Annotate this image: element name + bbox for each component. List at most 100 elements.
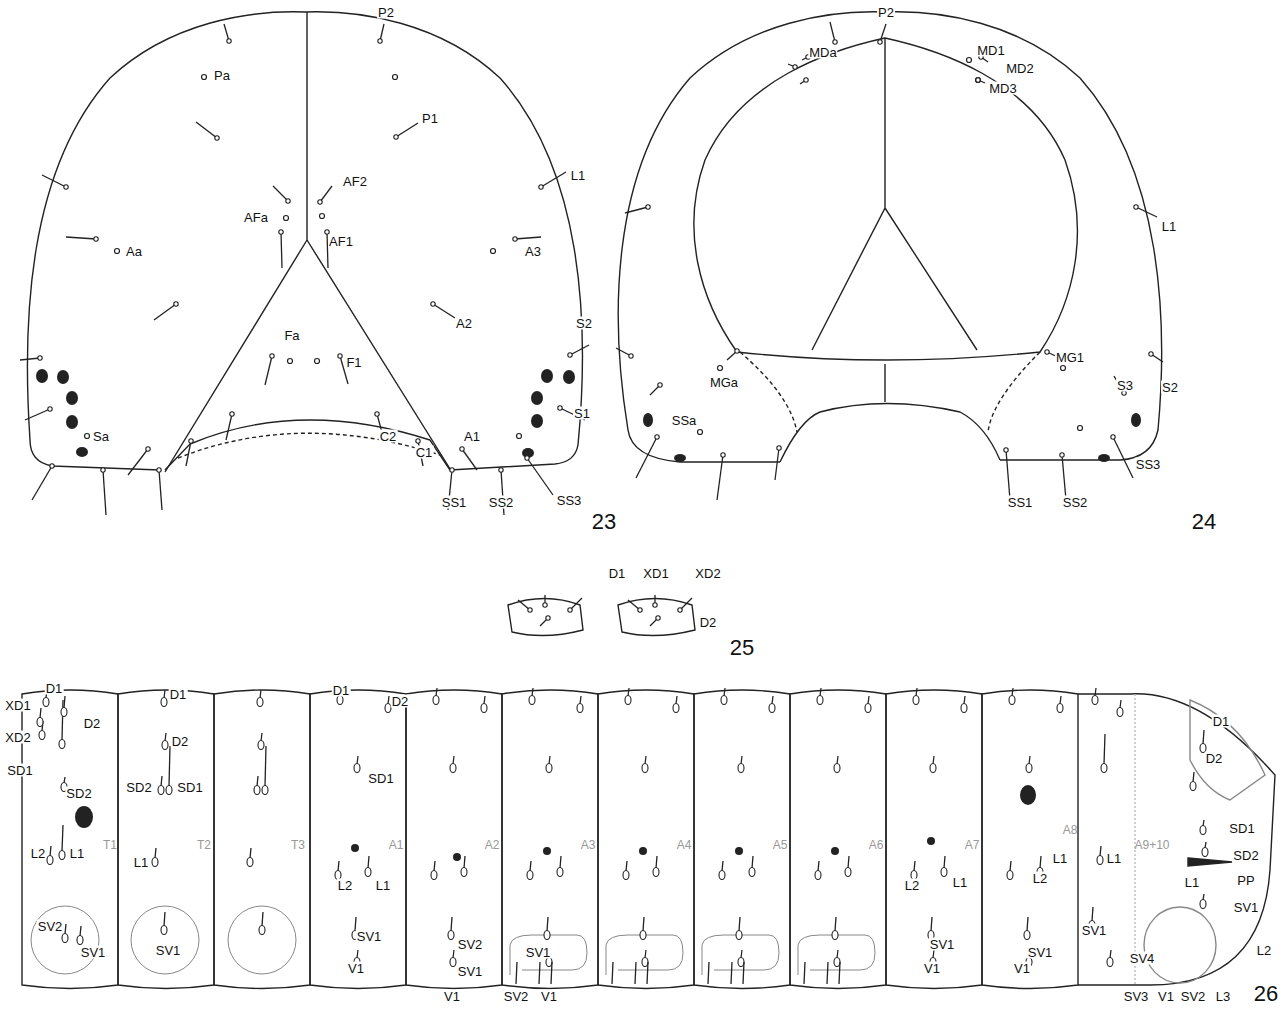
pinaculum bbox=[431, 871, 437, 880]
seta-socket bbox=[1004, 448, 1008, 452]
seta bbox=[830, 22, 835, 42]
seta bbox=[516, 962, 517, 984]
tentorial-line bbox=[812, 38, 977, 402]
seta-socket bbox=[646, 205, 650, 209]
segment-label: A6 bbox=[868, 839, 885, 851]
seta-socket bbox=[513, 237, 517, 241]
segment-label: A5 bbox=[772, 839, 789, 851]
seta bbox=[161, 776, 162, 786]
pinaculum bbox=[653, 868, 659, 877]
seta-socket bbox=[270, 354, 274, 358]
seta bbox=[804, 962, 805, 984]
seta bbox=[265, 356, 272, 385]
seta-label: D1 bbox=[1212, 715, 1231, 728]
body-segment bbox=[598, 690, 694, 989]
seta bbox=[484, 696, 485, 704]
seta-label: SV3 bbox=[1123, 990, 1150, 1003]
body-segment bbox=[694, 690, 790, 989]
seta-label: V1 bbox=[1157, 990, 1175, 1003]
pinaculum bbox=[546, 958, 552, 967]
seta-socket bbox=[777, 446, 781, 450]
segment-label: A1 bbox=[388, 839, 405, 851]
seta-label: XD1 bbox=[642, 567, 669, 580]
seta bbox=[628, 688, 629, 696]
pinaculum bbox=[845, 868, 851, 877]
pinaculum bbox=[529, 696, 535, 705]
seta bbox=[262, 912, 263, 926]
pore bbox=[976, 78, 981, 83]
seta bbox=[625, 207, 648, 213]
seta bbox=[464, 856, 465, 868]
seta-label: L1 bbox=[133, 856, 149, 869]
seta bbox=[527, 458, 553, 495]
seta bbox=[154, 304, 176, 320]
pinaculum bbox=[1092, 696, 1098, 705]
seta-label: XD2 bbox=[4, 731, 31, 744]
stemma-or-spiracle bbox=[831, 847, 839, 855]
seta-socket bbox=[568, 608, 572, 612]
seta-label: SD1 bbox=[176, 781, 203, 794]
seta-label: S2 bbox=[575, 317, 593, 330]
segment-label: A4 bbox=[676, 839, 693, 851]
seta bbox=[731, 962, 732, 984]
seta-label: MDa bbox=[808, 46, 837, 59]
seta-label: SS3 bbox=[1135, 458, 1162, 471]
seta bbox=[547, 917, 548, 931]
seta-socket bbox=[215, 136, 219, 140]
seta bbox=[159, 470, 162, 510]
segment-label: A8 bbox=[1062, 824, 1079, 836]
seta bbox=[165, 733, 166, 741]
pinaculum bbox=[642, 958, 648, 967]
seta bbox=[626, 861, 627, 871]
seta bbox=[643, 917, 644, 931]
seta-label: XD1 bbox=[4, 699, 31, 712]
seta-label: L1 bbox=[69, 847, 85, 860]
seta bbox=[64, 696, 65, 708]
seta-label: L1 bbox=[1184, 876, 1200, 889]
seta bbox=[1029, 756, 1030, 764]
body-segment bbox=[982, 690, 1078, 989]
seta-label: XD2 bbox=[694, 567, 721, 580]
seta-label: C2 bbox=[379, 430, 398, 443]
seta-label: L3 bbox=[1215, 990, 1231, 1003]
pinaculum bbox=[736, 931, 742, 940]
spine bbox=[1188, 858, 1232, 866]
seta bbox=[164, 912, 165, 926]
pinaculum bbox=[738, 764, 744, 773]
pinaculum bbox=[832, 931, 838, 940]
seta bbox=[62, 700, 63, 740]
pore bbox=[202, 75, 207, 80]
seta bbox=[916, 688, 917, 696]
seta bbox=[320, 186, 332, 202]
seta bbox=[62, 825, 63, 851]
body-segment bbox=[406, 690, 502, 989]
seta bbox=[1113, 437, 1133, 478]
seta-label: A1 bbox=[463, 430, 481, 443]
seta bbox=[261, 733, 262, 741]
seta bbox=[50, 846, 51, 856]
segment-label: A3 bbox=[580, 839, 597, 851]
stemma-or-spiracle bbox=[66, 391, 78, 405]
seta-label: SS1 bbox=[441, 496, 468, 509]
seta bbox=[914, 861, 915, 871]
epicranial-suture bbox=[165, 12, 452, 472]
pinaculum bbox=[721, 696, 727, 705]
seta bbox=[739, 917, 740, 931]
seta bbox=[1100, 846, 1101, 856]
seta bbox=[260, 690, 261, 698]
pinaculum bbox=[1009, 696, 1015, 705]
pore bbox=[115, 249, 120, 254]
segment-label: T3 bbox=[290, 839, 306, 851]
seta bbox=[388, 696, 389, 704]
seta bbox=[357, 950, 358, 958]
seta bbox=[532, 688, 533, 696]
pinaculum bbox=[257, 698, 263, 707]
pinaculum bbox=[162, 741, 168, 750]
pinaculum bbox=[913, 696, 919, 705]
seta-label: SD1 bbox=[367, 772, 394, 785]
seta bbox=[66, 237, 96, 239]
pinaculum bbox=[1097, 856, 1103, 865]
pinaculum bbox=[930, 764, 936, 773]
pinaculum bbox=[544, 931, 550, 940]
